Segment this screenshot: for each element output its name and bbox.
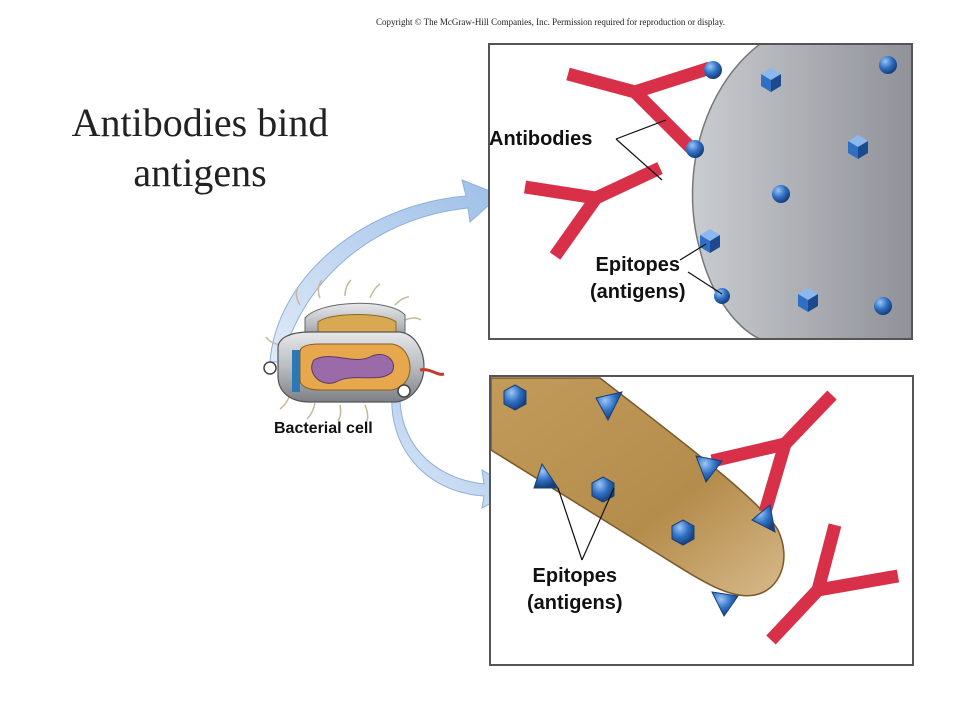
epitopes-label-bottom-line-1: Epitopes: [532, 565, 617, 587]
epitopes-label-bottom-line-2: (antigens): [527, 592, 623, 614]
top-panel: [488, 43, 913, 340]
antibodies-label: Antibodies: [489, 128, 593, 150]
epitope-sphere: [874, 297, 892, 315]
epitope-wedge: [533, 462, 559, 489]
zoom-marker-left: [263, 361, 277, 375]
cell-surface: [691, 45, 911, 338]
leader-lines-top: [615, 119, 723, 295]
epitopes-label-top-line-1: Epitopes: [595, 254, 680, 276]
epitope-wedge: [751, 504, 776, 533]
epitope-wedge: [595, 391, 623, 422]
slide-title-line-2: antigens: [133, 150, 267, 195]
bacterial-cell-label: Bacterial cell: [274, 420, 373, 437]
epitopes-label-top: Epitopes (antigens): [590, 252, 686, 306]
epitopes-label-top-line-2: (antigens): [590, 281, 686, 303]
epitopes-label-bottom: Epitopes (antigens): [527, 563, 623, 617]
copyright-notice: Copyright © The McGraw-Hill Companies, I…: [376, 17, 726, 27]
antibody-bottom-2: [766, 523, 900, 645]
bacterial-cell: [263, 279, 445, 422]
epitope-sphere: [879, 56, 897, 74]
bottom-panel: [489, 375, 914, 666]
slide-title-line-1: Antibodies bind: [71, 100, 329, 145]
epitope-cube: [761, 68, 781, 92]
epitope-sphere: [686, 140, 704, 158]
zoom-marker-right: [397, 384, 411, 398]
antibody-bottom-1: [710, 390, 837, 514]
arrow-to-bottom-panel: [391, 391, 518, 509]
antibody-top-2: [524, 162, 663, 260]
leader-lines-bottom: [557, 487, 615, 561]
epitope-cube: [848, 135, 868, 159]
epitope-wedge: [711, 591, 739, 617]
epitope-wedge: [695, 455, 723, 484]
epitope-cube: [798, 288, 818, 312]
epitope-hexagon: [503, 384, 527, 411]
slide-title: Antibodies bind antigens: [40, 98, 360, 198]
flagellum: [491, 377, 785, 597]
epitope-hexagon: [671, 519, 695, 546]
epitope-sphere: [704, 61, 722, 79]
epitope-sphere: [772, 185, 790, 203]
epitope-hexagon: [591, 476, 615, 503]
